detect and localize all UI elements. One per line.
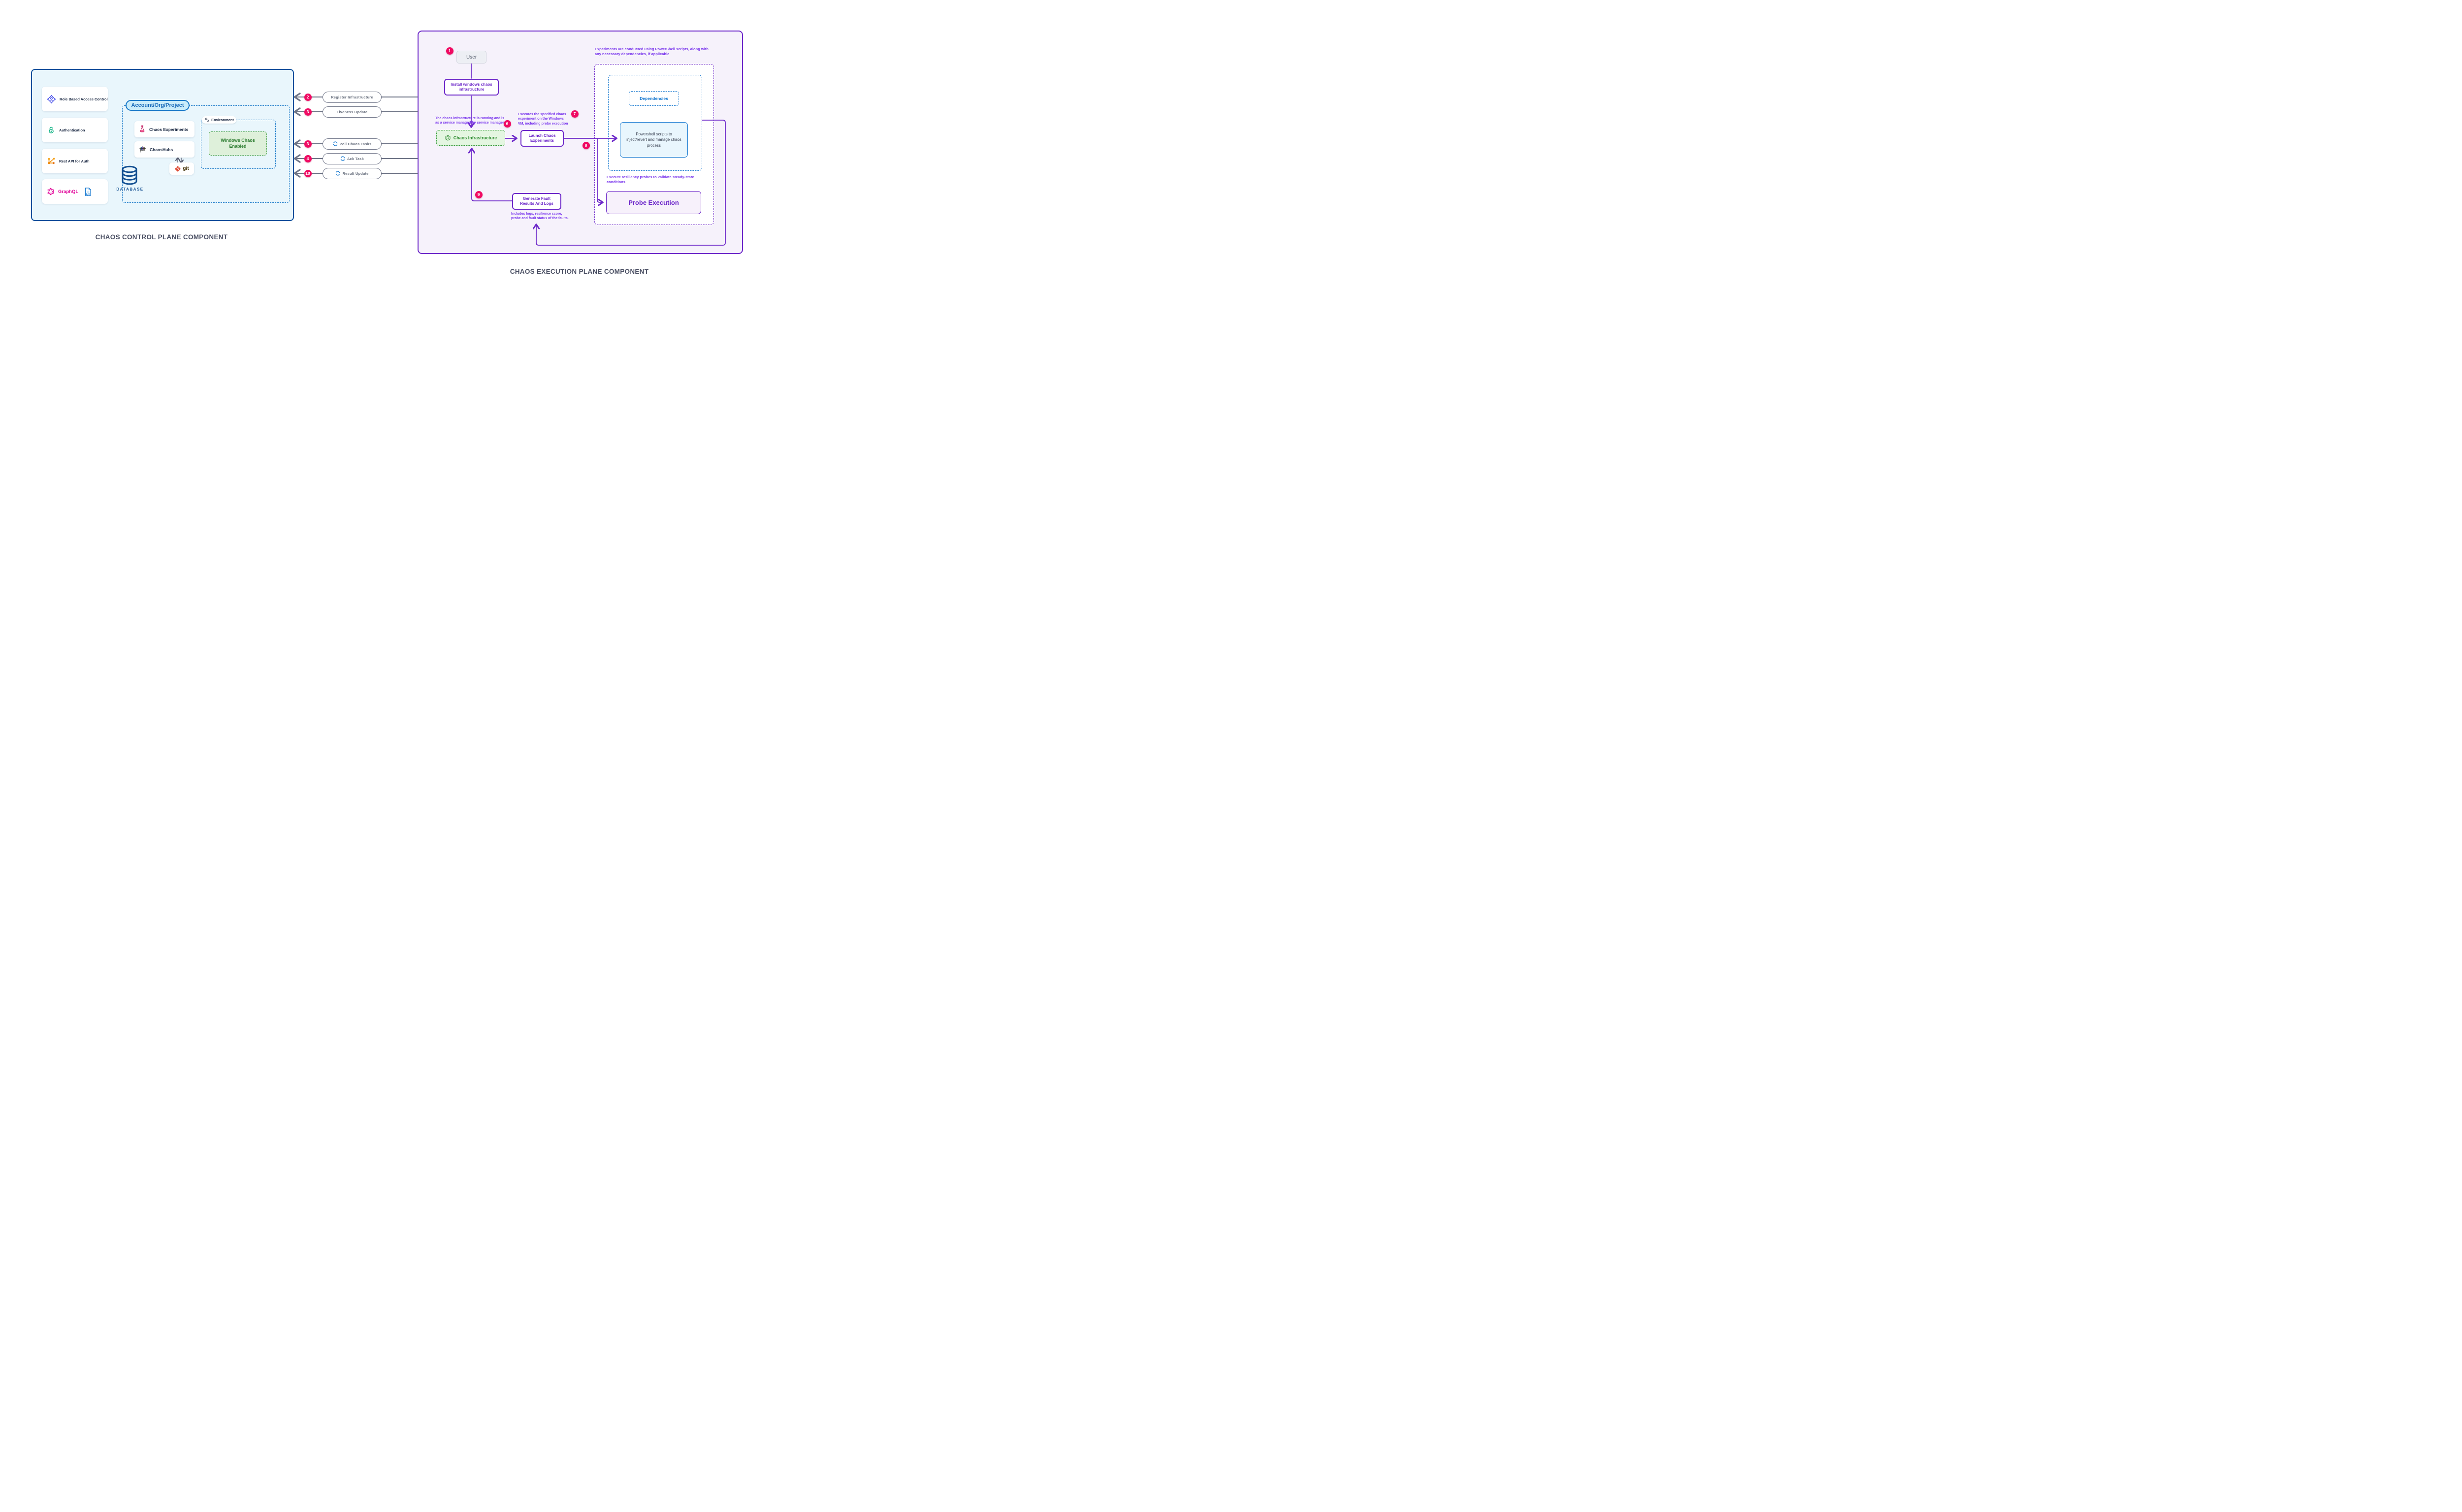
generate-fault-results-box: Generate Fault Results And Logs — [512, 193, 561, 210]
flow-result-update: Result Update — [323, 167, 382, 179]
flow-result-update-label: Result Update — [342, 171, 369, 176]
results-note: Includes logs, resilience score, probe a… — [511, 212, 569, 221]
git-sync-arrows — [178, 158, 181, 162]
flow-ack-task: Ack Task — [323, 153, 382, 164]
card-graphql-label: GraphQL — [58, 189, 79, 194]
flow-register-infrastructure: Register Infrastructure — [323, 91, 382, 103]
flow-register-infrastructure-label: Register Infrastructure — [331, 95, 373, 99]
chaos-architecture-diagram: Role Based Access Control Authentication… — [0, 0, 772, 307]
step-badge-9: 9 — [475, 191, 483, 198]
launch-chaos-experiments-box: Launch Chaos Experiments — [520, 130, 564, 147]
generate-fault-results-label: Generate Fault Results And Logs — [520, 196, 553, 206]
step-badge-3b: 3 — [304, 140, 312, 148]
api-file-text: API — [86, 193, 90, 196]
powershell-note: Experiments are conducted using PowerShe… — [595, 47, 709, 57]
rest-api-icon — [48, 158, 55, 164]
user-label: User — [466, 54, 477, 60]
dependencies-label: Dependencies — [640, 96, 668, 101]
graphql-icon — [47, 188, 54, 195]
chaoshub-rack-icon — [139, 146, 146, 153]
card-rbac-label: Role Based Access Control — [60, 97, 108, 101]
card-chaos-experiments: Chaos Experiments — [134, 121, 194, 137]
install-infrastructure-box: Install windows chaos infrastructure — [444, 79, 499, 96]
card-authentication-label: Authentication — [59, 128, 85, 132]
probe-execution-box: Probe Execution — [606, 191, 701, 214]
flow-poll-chaos-tasks-label: Poll Chaos Tasks — [339, 141, 372, 146]
infra-running-note: The chaos infrastructure is running and … — [435, 117, 505, 125]
step-badge-10: 10 — [304, 169, 312, 177]
flow-poll-chaos-tasks: Poll Chaos Tasks — [323, 138, 382, 150]
card-rbac: Role Based Access Control — [42, 87, 108, 111]
flow-liveness-update-label: Liveness Update — [336, 109, 368, 114]
hexagons-icon — [205, 118, 209, 122]
step-badge-1: 1 — [446, 47, 454, 55]
control-plane-title: CHAOS CONTROL PLANE COMPONENT — [95, 233, 228, 241]
step-badge-3: 3 — [304, 108, 312, 116]
card-chaos-experiments-label: Chaos Experiments — [149, 127, 189, 132]
step-badge-4: 4 — [304, 155, 312, 162]
windows-chaos-enabled-box: Windows Chaos Enabled — [209, 131, 267, 156]
chaos-infrastructure-box: Chaos Infrastructure — [436, 130, 505, 146]
account-org-project-container — [122, 105, 290, 203]
step-badge-7: 7 — [571, 110, 579, 118]
chaos-infrastructure-label: Chaos Infrastructure — [453, 135, 497, 140]
step-badge-2: 2 — [304, 93, 312, 101]
card-graphql: GraphQL API — [42, 179, 108, 204]
powershell-scripts-label: Powershell scripts to inject/revert and … — [626, 132, 681, 148]
account-org-project-pill: Account/Org/Project — [126, 100, 190, 111]
sync-icon — [333, 141, 337, 146]
card-authentication: Authentication — [42, 118, 108, 142]
probe-note: Execute resiliency probes to validate st… — [607, 175, 694, 185]
probe-execution-label: Probe Execution — [628, 199, 679, 206]
execution-flow-lines — [467, 63, 726, 246]
dependencies-box: Dependencies — [629, 91, 679, 106]
card-git: git — [169, 162, 194, 175]
environment-label: Environment — [211, 118, 234, 122]
windows-chaos-enabled-label: Windows Chaos Enabled — [221, 137, 255, 149]
environment-container — [201, 120, 276, 169]
powershell-scripts-box: Powershell scripts to inject/revert and … — [620, 122, 688, 158]
execution-plane-title: CHAOS EXECUTION PLANE COMPONENT — [510, 268, 649, 275]
flow-liveness-update: Liveness Update — [323, 106, 382, 118]
sync-icon — [336, 171, 340, 176]
card-rest-api-label: Rest API for Auth — [59, 159, 90, 163]
sync-icon — [340, 156, 345, 161]
user-box: User — [456, 51, 486, 64]
environment-pill: Environment — [202, 116, 236, 124]
flow-ack-task-label: Ack Task — [347, 156, 364, 161]
step-badge-6: 6 — [503, 120, 511, 128]
api-file-icon: API — [85, 187, 91, 196]
install-infrastructure-label: Install windows chaos infrastructure — [451, 82, 492, 92]
card-chaoshubs: ChaosHubs — [134, 141, 194, 158]
database-label: DATABASE — [116, 187, 144, 192]
database-icon — [122, 165, 137, 185]
flask-icon — [140, 125, 145, 132]
git-icon — [175, 166, 181, 171]
chaos-hexagon-icon — [445, 135, 451, 141]
card-rest-api: Rest API for Auth — [42, 149, 108, 173]
launch-note: Executes the specified chaos experiment … — [518, 113, 568, 126]
card-chaoshubs-label: ChaosHubs — [150, 147, 173, 152]
step-badge-8: 8 — [582, 141, 590, 149]
auth-lock-icon — [49, 127, 54, 133]
card-git-label: git — [183, 166, 189, 171]
launch-chaos-experiments-label: Launch Chaos Experiments — [528, 133, 556, 143]
account-org-project-label: Account/Org/Project — [131, 102, 184, 108]
rbac-icon — [47, 95, 56, 103]
